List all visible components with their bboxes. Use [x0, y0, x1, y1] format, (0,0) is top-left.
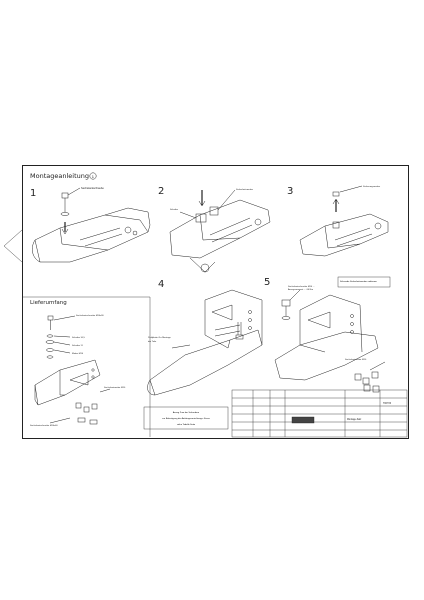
footer-note-line-1: Anzug Zum der Schrauben — [173, 411, 200, 414]
delivery-title: Lieferumfang — [30, 300, 67, 306]
svg-text:Sechskantschraube M10 …: Sechskantschraube M10 … — [288, 285, 315, 288]
drawing-title: Montage-Satz — [347, 418, 362, 421]
assembly-title: Montageanleitung — [30, 172, 89, 180]
svg-text:Sechskantschraube M10x40: Sechskantschraube M10x40 — [30, 424, 58, 427]
step-3-illustration: Sicherungsmutter — [299, 185, 389, 257]
drawing-sheet — [22, 165, 409, 439]
svg-text:Scheibe 11: Scheibe 11 — [72, 345, 84, 347]
step-4-illustration: Prallplatte Zur Montage der Teile — [147, 289, 263, 396]
step-number-2: 2 — [158, 186, 164, 197]
step-number-5: 5 — [264, 277, 270, 288]
svg-text:Sechskantmutter M10: Sechskantmutter M10 — [345, 358, 367, 361]
step-3-note-box — [337, 276, 391, 288]
svg-text:Sechskantmutter M10: Sechskantmutter M10 — [104, 386, 126, 389]
assembly-index-circle — [89, 172, 97, 180]
step-5-illustration: Sechskantschraube M10 … Anzugsmoment … 6… — [274, 285, 386, 393]
step-number-3: 3 — [287, 186, 293, 197]
svg-text:Mutter M10: Mutter M10 — [72, 352, 84, 355]
svg-text:Sicherheitsmutter: Sicherheitsmutter — [236, 188, 253, 191]
assembly-index: 1 — [92, 174, 95, 179]
footer-note-box — [143, 406, 229, 430]
step-2-illustration: Sicherheitsmutter Scheibe — [169, 188, 271, 273]
footer-note-line-3: siehe Tabelle Seite — [177, 423, 196, 426]
svg-text:Sicherungsmutter: Sicherungsmutter — [363, 185, 380, 188]
svg-text:Prallplatte Zur Montage: Prallplatte Zur Montage — [148, 336, 172, 339]
svg-text:Sechskantschraube M10x30: Sechskantschraube M10x30 — [76, 314, 104, 317]
step-3-note: Schraube Sicherheitsmutter entfernen — [340, 280, 378, 283]
fold-mark — [3, 229, 23, 263]
footer-note-line-2: zur Befestigung des Anhängevorrichtungs-… — [162, 417, 210, 420]
step-number-4: 4 — [158, 279, 164, 290]
svg-text:der Teile: der Teile — [148, 340, 157, 343]
step-number-1: 1 — [30, 188, 36, 199]
svg-text:Sechskantschraube: Sechskantschraube — [81, 186, 104, 190]
delivery-parts-illustration: Sechskantschraube M10x30 Scheibe 10,5 Sc… — [30, 314, 126, 427]
step-1-illustration: Sechskantschraube — [32, 186, 151, 263]
svg-text:Anzugsmoment … 60 Nm: Anzugsmoment … 60 Nm — [288, 288, 313, 291]
drawing-number: T067X6 — [383, 403, 392, 405]
svg-text:Scheibe: Scheibe — [170, 209, 179, 211]
title-block — [231, 389, 408, 438]
svg-text:Scheibe 10,5: Scheibe 10,5 — [72, 337, 86, 339]
